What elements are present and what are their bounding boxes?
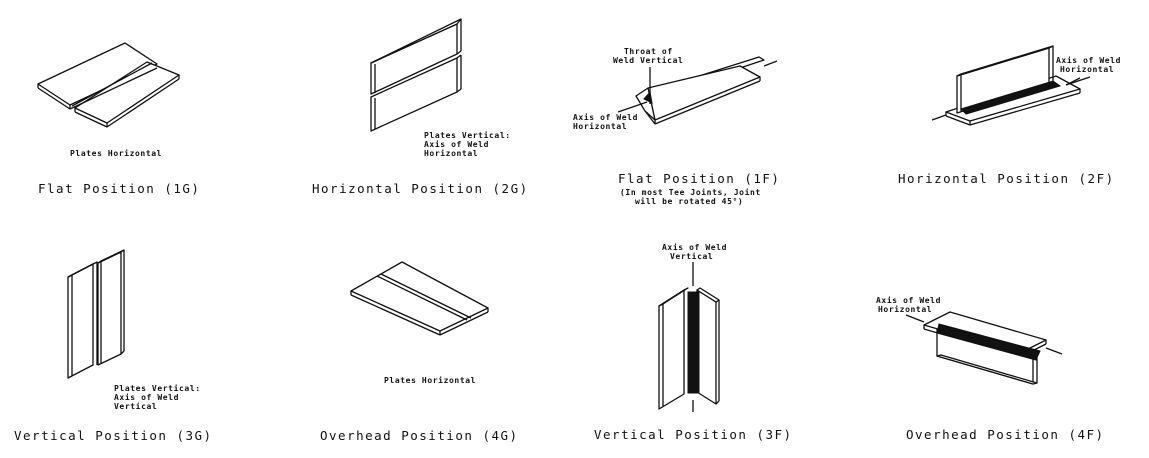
figure-1g-flat-groove: Plates Horizontal Flat Position (1G) (37, 42, 200, 196)
note-3g-line-3: Vertical (114, 401, 157, 411)
caption-4g: Overhead Position (4G) (320, 428, 519, 443)
note-4f-line-2: Horizontal (878, 304, 932, 314)
note-1f-line-2: Weld Vertical (613, 55, 683, 65)
tee-joint-overhead-drawing (905, 311, 1063, 385)
caption-1g: Flat Position (1G) (38, 181, 200, 196)
axis-note-1f-line-2: Horizontal (573, 121, 627, 131)
note-4f-line-1: Axis of Weld (876, 295, 941, 305)
figure-4g-overhead-groove: Plates Horizontal Overhead Position (4G) (320, 261, 519, 443)
caption-3f: Vertical Position (3F) (594, 427, 793, 442)
note-3f-line-2: Vertical (670, 251, 713, 261)
figure-3f-vertical-fillet: Axis of Weld Vertical Vertical Position … (594, 242, 793, 442)
plates-overhead-drawing (350, 261, 489, 336)
note-3g-line-2: Axis of Weld (114, 392, 179, 402)
tee-joint-horizontal-drawing (931, 45, 1091, 126)
caption-2f: Horizontal Position (2F) (898, 171, 1115, 186)
note-2g-line-3: Horizontal (424, 148, 478, 158)
figure-2g-horizontal-groove: Plates Vertical: Axis of Weld Horizontal… (312, 18, 529, 196)
note-3g-line-1: Plates Vertical: (114, 383, 201, 393)
caption-1f: Flat Position (1F) (618, 171, 780, 186)
note-2f-line-2: Horizontal (1060, 64, 1114, 74)
tee-joint-vertical-drawing (658, 262, 720, 412)
caption-4f: Overhead Position (4F) (906, 427, 1105, 442)
note-2f-line-1: Axis of Weld (1056, 55, 1121, 65)
caption-3g: Vertical Position (3G) (14, 428, 213, 443)
note-1f-line-1: Throat of (624, 47, 673, 56)
subnote-1f-line-2: will be rotated 45°) (635, 196, 743, 206)
note-2g-line-1: Plates Vertical: (424, 130, 511, 140)
note-2g-line-2: Axis of Weld (424, 139, 489, 149)
note-1g-line-1: Plates Horizontal (70, 148, 162, 158)
tee-joint-45-drawing (617, 56, 778, 125)
plates-vertical-3g-drawing (67, 249, 125, 379)
plates-horizontal-drawing (37, 42, 180, 128)
figure-2f-horizontal-fillet: Axis of Weld Horizontal Horizontal Posit… (898, 45, 1121, 186)
figure-1f-flat-fillet: Throat of Weld Vertical Axis of Weld Hor… (573, 47, 780, 206)
subnote-1f-line-1: (In most Tee Joints, Joint (620, 187, 761, 197)
caption-2g: Horizontal Position (2G) (312, 181, 529, 196)
figure-4f-overhead-fillet: Axis of Weld Horizontal Overhead Positio… (876, 295, 1105, 442)
figure-3g-vertical-groove: Plates Vertical: Axis of Weld Vertical V… (14, 249, 213, 443)
plates-vertical-drawing (370, 18, 462, 132)
note-3f-line-1: Axis of Weld (662, 242, 727, 252)
axis-note-1f-line-1: Axis of Weld (573, 112, 638, 122)
note-4g-line-1: Plates Horizontal (384, 375, 476, 385)
